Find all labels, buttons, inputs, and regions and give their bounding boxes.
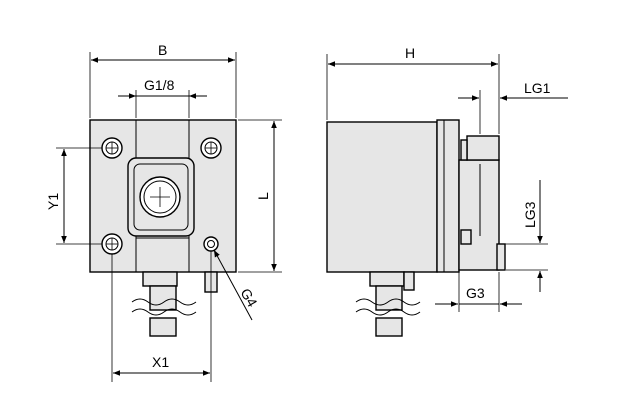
dim-label-h: H [405,45,415,61]
front-view: B G1/8 Y1 L X1 G4 [45,42,282,382]
dim-label-b: B [158,42,167,58]
dim-label-lg3: LG3 [522,201,538,228]
front-shaft [131,271,197,337]
side-flange [436,119,460,273]
dim-label-g4: G4 [237,286,260,310]
dim-label-y1: Y1 [45,193,61,210]
mounting-hole-bottom-right [203,236,219,252]
dim-label-g1-8: G1/8 [144,77,175,93]
mounting-hole-top-right [200,137,222,159]
mounting-hole-top-left [101,137,123,159]
mounting-hole-bottom-left [101,233,123,255]
dim-label-l: L [255,192,271,200]
side-shaft [355,271,421,337]
dim-label-lg1: LG1 [524,80,551,96]
side-view: H LG1 LG3 G3 [326,45,568,337]
side-body [326,121,438,273]
dim-label-g3: G3 [466,285,485,301]
dim-label-x1: X1 [152,354,169,370]
side-pin [403,271,415,291]
side-valve-block [458,159,500,271]
